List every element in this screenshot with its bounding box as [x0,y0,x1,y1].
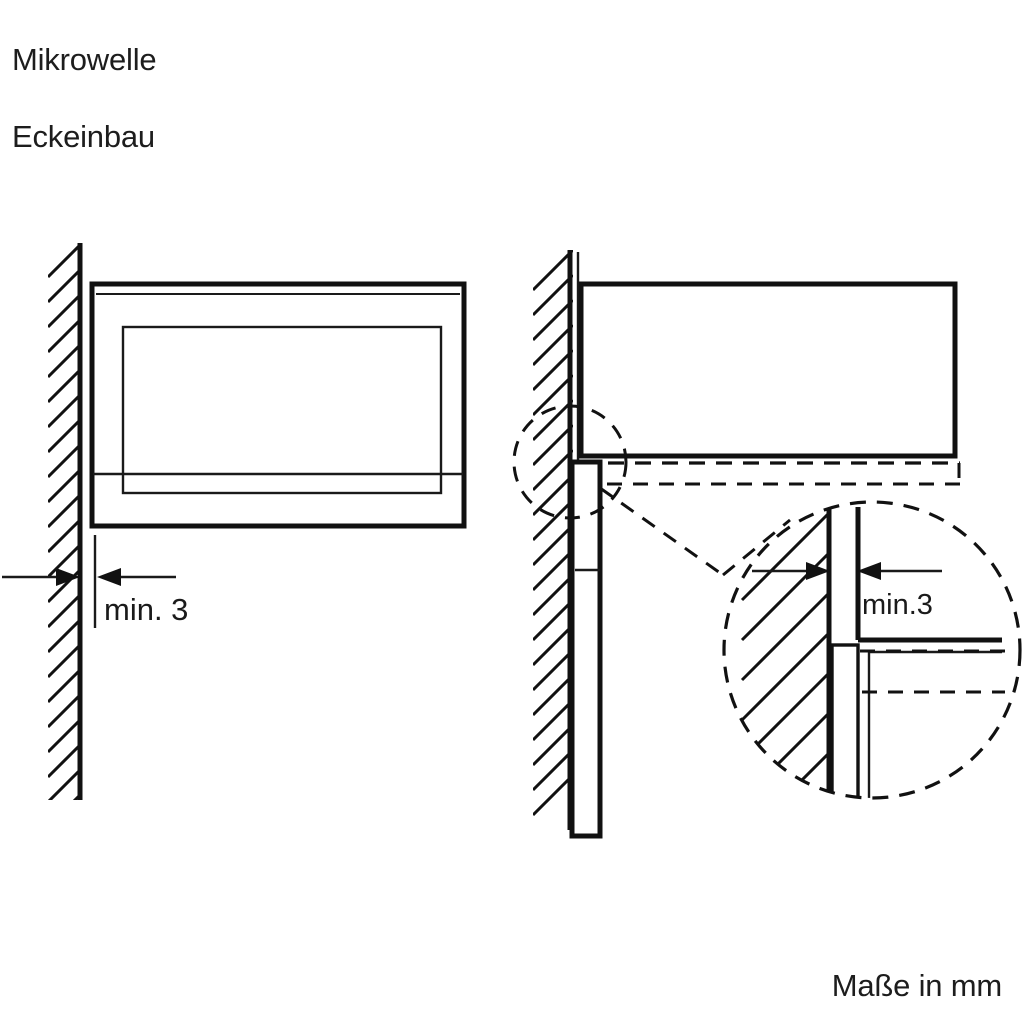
arrow-right-icon [56,568,80,586]
page-title: Mikrowelle Eckeinbau [12,2,157,195]
arrow-right-icon-detail [806,562,830,580]
appliance-body-side [578,281,958,459]
dimension-min3-detail: min.3 [752,562,942,621]
appliance-door-panel-side [569,459,603,839]
dimension-label-min3-front: min. 3 [104,592,188,627]
title-line-2: Eckeinbau [12,118,155,154]
wall-hatching-right [533,250,573,817]
detail-leader-line-lower [722,518,791,577]
detail-view-group: min.3 [722,500,1022,800]
arrow-left-icon-detail [857,562,881,580]
detail-circle-source [512,404,628,520]
appliance-inner-panel [121,325,443,495]
detail-circle-icon [722,500,1022,800]
dimension-min3-front: min. 3 [2,535,188,628]
arrow-left-icon [97,568,121,586]
side-view-group: min.3 [512,250,1022,839]
wall-hatching-left [48,243,82,800]
front-view-group: min. 3 [2,243,467,800]
detail-panel-slab [830,643,860,798]
title-line-1: Mikrowelle [12,42,157,78]
dimension-label-min3-detail: min.3 [862,589,933,621]
units-note: Maße in mm [831,968,1002,1003]
detail-leader-line-upper [599,486,724,577]
